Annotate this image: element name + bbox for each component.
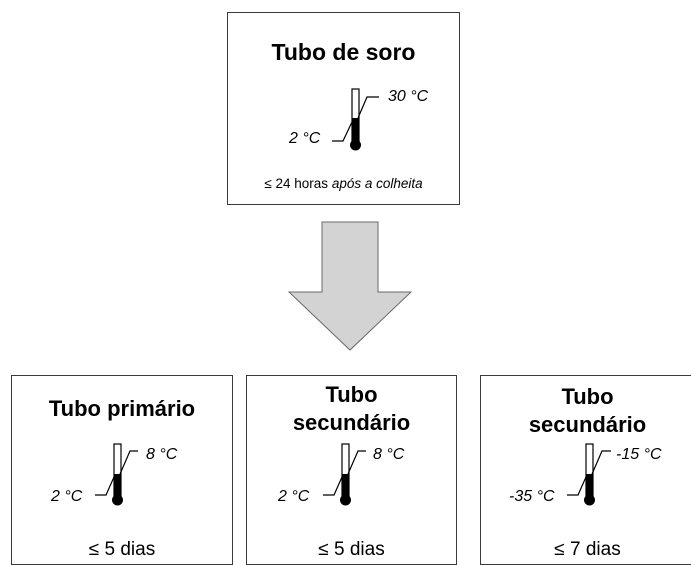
thermometer-icon: [332, 88, 379, 151]
thermometer-icon: [323, 443, 366, 506]
secondary-tube-1-min-temp: 2 °C: [277, 488, 310, 505]
time-limit-qualifier: após a colheita: [331, 176, 423, 191]
secondary-tube-2-title-line1: Tubo: [561, 384, 614, 409]
secondary-tube-1-max-temp: 8 °C: [373, 446, 405, 463]
serum-tube-time-limit: ≤ 24 horas após a colheita: [228, 176, 459, 191]
secondary-tube-2-min-temp: -35 °C: [509, 488, 555, 505]
down-arrow: [287, 221, 413, 351]
primary-tube-min-temp: 2 °C: [50, 488, 83, 505]
secondary-tube-1-title-line1: Tubo: [325, 382, 378, 407]
secondary-tube-2-title-line2: secundário: [528, 412, 647, 437]
secondary-tube-2-duration: ≤ 7 dias: [554, 539, 621, 560]
secondary-tube-1-duration: ≤ 5 dias: [318, 539, 385, 560]
thermometer-icon: [95, 443, 138, 506]
primary-tube-max-temp: 8 °C: [146, 446, 178, 463]
serum-tube-box: Tubo de soro ≤ 24 horas após a colheita: [227, 12, 460, 205]
serum-tube-max-temp: 30 °C: [388, 88, 429, 105]
thermometer-icon: [567, 443, 611, 506]
secondary-tube-1-title-line2: secundário: [292, 410, 411, 435]
time-limit-value: ≤ 24 horas: [264, 176, 332, 191]
primary-tube-duration: ≤ 5 dias: [88, 539, 156, 560]
primary-tube-title: Tubo primário: [48, 396, 196, 421]
secondary-tube-box-1: Tubo secundário ≤ 5 dias: [246, 375, 457, 565]
secondary-tube-2-max-temp: -15 °C: [616, 446, 662, 463]
serum-tube-min-temp: 2 °C: [288, 130, 321, 147]
serum-tube-title: Tubo de soro: [271, 39, 416, 65]
